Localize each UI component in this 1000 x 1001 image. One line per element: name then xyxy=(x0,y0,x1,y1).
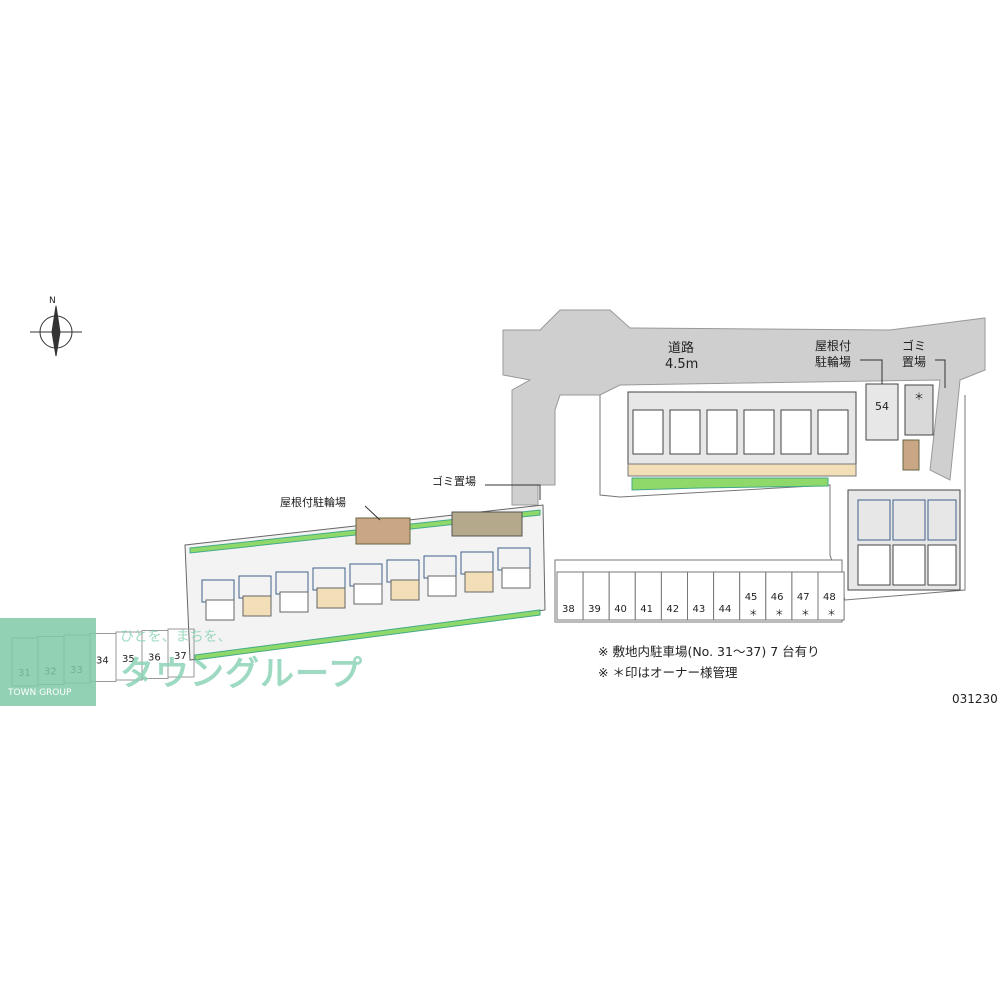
green-strip-left-bottom xyxy=(194,609,541,661)
parking-space-label-38: 38 xyxy=(562,604,575,615)
building-east-units xyxy=(857,544,957,586)
watermark-tagline: ひとを、まちを、 xyxy=(120,629,232,645)
owner-mark-45: ＊ xyxy=(749,609,758,619)
unit-block xyxy=(316,587,346,609)
parking-space-45 xyxy=(739,571,767,621)
document-number: 031230 xyxy=(952,692,998,706)
parking-space-43 xyxy=(687,571,715,621)
parking-space-label-44: 44 xyxy=(719,604,732,615)
parking-spaces-center: 38 39 40 41 42 43 44 45 ＊ 46 ＊ 47 ＊ 48 ＊ xyxy=(556,571,845,621)
parking-space-label-36: 36 xyxy=(148,653,161,664)
bike-shelter-right-label-2: 駐輪場 xyxy=(815,354,851,369)
note-owner: ※ ＊印はオーナー様管理 xyxy=(598,665,738,680)
parking-space-54: 54 xyxy=(875,400,889,413)
parking-space-39 xyxy=(582,571,610,621)
bike-shelter-right xyxy=(865,383,899,441)
garbage-bin-right xyxy=(902,439,920,471)
parking-space-41 xyxy=(634,571,662,621)
leader-lines xyxy=(364,359,946,521)
owner-mark-46: ＊ xyxy=(775,609,784,619)
parking-space-label-40: 40 xyxy=(614,604,627,615)
parking-space-38 xyxy=(556,571,584,621)
parking-space-label-42: 42 xyxy=(666,604,679,615)
parking-space-label-47: 47 xyxy=(797,592,810,603)
road-label: 道路 xyxy=(668,340,694,356)
garbage-area-right xyxy=(904,384,934,436)
parking-space-label-35: 35 xyxy=(122,654,135,665)
building-west-units xyxy=(201,547,531,621)
parking-space-40 xyxy=(608,571,636,621)
green-strip-north xyxy=(631,477,829,491)
note-parking: ※ 敷地内駐車場(No. 31～37) 7 台有り xyxy=(598,644,820,659)
unit-block xyxy=(390,579,420,601)
parking-space-label-43: 43 xyxy=(693,604,706,615)
parking-space-48 xyxy=(817,571,845,621)
watermark-title: タウングループ xyxy=(120,654,363,694)
parking-space-label-39: 39 xyxy=(588,604,601,615)
watermark-logo xyxy=(0,618,96,706)
unit-block xyxy=(242,595,272,617)
garbage-area-left xyxy=(451,511,523,537)
unit-block xyxy=(501,567,531,589)
building-north-base xyxy=(627,463,857,477)
bike-shelter-left xyxy=(355,517,411,545)
unit-block xyxy=(205,599,235,621)
unit-block xyxy=(279,591,309,613)
owner-mark-48: ＊ xyxy=(827,609,836,619)
parking-space-42 xyxy=(660,571,689,621)
bike-shelter-left-label: 屋根付駐輪場 xyxy=(280,495,346,509)
parking-space-label-45: 45 xyxy=(745,592,758,603)
bike-shelter-right-label-1: 屋根付 xyxy=(815,339,851,353)
parking-space-47 xyxy=(791,571,819,621)
unit-block xyxy=(464,571,494,593)
owner-mark-47: ＊ xyxy=(801,609,810,619)
parking-space-46 xyxy=(765,571,793,621)
garbage-left-label: ゴミ置場 xyxy=(432,474,476,488)
garbage-right-label-2: 置場 xyxy=(902,355,926,369)
unit-block xyxy=(427,575,457,597)
parking-space-label-41: 41 xyxy=(640,604,653,615)
parking-space-label-48: 48 xyxy=(823,592,836,603)
north-label: N xyxy=(49,296,56,306)
parking-space-44 xyxy=(713,571,741,621)
building-north-units xyxy=(632,409,849,455)
parking-space-label-37: 37 xyxy=(174,651,187,662)
building-east-rooms xyxy=(857,499,957,541)
garbage-right-label-1: ゴミ xyxy=(902,338,926,353)
owner-mark-right: ＊ xyxy=(914,392,924,403)
parking-space-label-34: 34 xyxy=(96,656,109,667)
unit-block xyxy=(353,583,383,605)
parking-space-label-46: 46 xyxy=(771,592,784,603)
parking-space-37 xyxy=(167,628,195,678)
watermark-brand: TOWN GROUP xyxy=(8,688,72,698)
road-width-label: 4.5m xyxy=(665,357,698,372)
property-outline-right xyxy=(599,395,966,601)
north-compass-icon xyxy=(30,305,82,357)
road xyxy=(502,309,986,506)
